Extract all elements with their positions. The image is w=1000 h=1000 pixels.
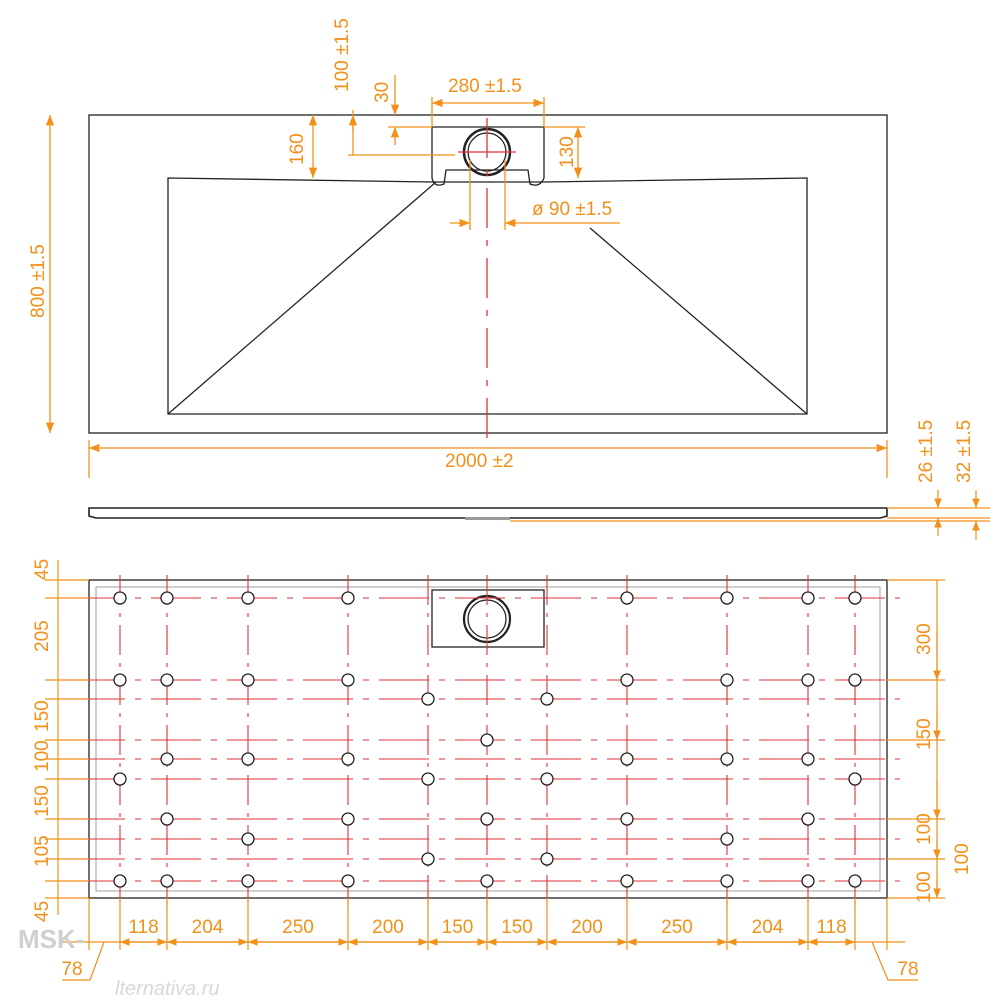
dim-channel-depth: 160 <box>287 133 308 165</box>
top-dimension-lines <box>45 75 888 478</box>
support-foot <box>720 752 734 766</box>
dim-right-spacing: 100 <box>952 843 973 875</box>
support-foot <box>720 591 734 605</box>
dim-left-spacing: 205 <box>32 620 53 652</box>
dim-right-spacing: 100 <box>914 813 935 845</box>
dim-bottom-spacing: 118 <box>128 917 158 938</box>
dim-bottom-spacing: 150 <box>442 917 474 938</box>
support-foot <box>160 752 174 766</box>
dim-bottom-spacing: 150 <box>501 917 533 938</box>
support-foot <box>160 673 174 687</box>
bottom-dimension-lines <box>45 560 945 981</box>
dim-bottom-spacing: 200 <box>571 917 603 938</box>
support-foot <box>801 752 815 766</box>
dim-bottom-spacing: 204 <box>192 917 224 938</box>
support-foot <box>480 874 494 888</box>
dim-bottom-spacing: 204 <box>752 917 784 938</box>
support-foot <box>620 874 634 888</box>
dim-left-spacing: 150 <box>32 700 53 732</box>
support-foot <box>480 733 494 747</box>
dim-right-spacing: 100 <box>914 871 935 903</box>
support-foot <box>801 812 815 826</box>
support-foot <box>341 874 355 888</box>
dim-drain-height: 130 <box>557 136 578 168</box>
dim-drain-offset: 100 ±1.5 <box>332 18 353 92</box>
support-foot <box>801 591 815 605</box>
support-foot <box>720 673 734 687</box>
support-foot <box>720 832 734 846</box>
dim-drain-width: 280 ±1.5 <box>448 76 522 97</box>
support-foot <box>113 591 127 605</box>
support-foot <box>480 812 494 826</box>
support-foot <box>113 772 127 786</box>
dim-right-spacing: 150 <box>914 718 935 750</box>
dim-bottom-spacing: 250 <box>661 917 693 938</box>
support-foot <box>848 874 862 888</box>
dim-thickness-edge: 26 ±1.5 <box>916 420 937 483</box>
top-view <box>88 114 888 434</box>
support-foot <box>113 673 127 687</box>
support-foot <box>540 772 554 786</box>
support-foot <box>160 591 174 605</box>
support-foot <box>720 874 734 888</box>
support-foot <box>241 673 255 687</box>
dim-left-spacing: 105 <box>32 835 53 867</box>
dim-outlet-diameter: ø 90 ±1.5 <box>532 199 612 220</box>
support-foot <box>801 673 815 687</box>
dim-width: 2000 ±2 <box>445 451 514 472</box>
dim-edge-offset: 78 <box>897 959 918 980</box>
dim-bottom-spacing: 250 <box>282 917 314 938</box>
dim-bottom-spacing: 200 <box>372 917 404 938</box>
support-foot <box>341 591 355 605</box>
dim-left-spacing: 45 <box>32 559 53 580</box>
support-foot <box>113 874 127 888</box>
top-centerlines <box>458 118 516 440</box>
support-foot <box>848 591 862 605</box>
profile-view <box>88 490 990 540</box>
dim-left-spacing: 45 <box>32 901 53 922</box>
support-foot <box>241 591 255 605</box>
support-foot <box>241 752 255 766</box>
watermark-logo-text: lternativa.ru <box>115 978 220 1000</box>
support-foot <box>341 752 355 766</box>
support-foot <box>421 852 435 866</box>
dim-bottom-spacing: 118 <box>816 917 846 938</box>
support-foot <box>848 772 862 786</box>
watermark-logo: MSK- <box>18 924 84 954</box>
support-foot <box>341 673 355 687</box>
dim-left-spacing: 150 <box>32 785 53 817</box>
support-foot <box>421 772 435 786</box>
leader <box>871 941 918 981</box>
support-foot <box>801 874 815 888</box>
support-foot <box>540 692 554 706</box>
dim-grate-depth: 30 <box>372 82 393 103</box>
support-foot <box>620 591 634 605</box>
support-foot <box>241 832 255 846</box>
support-foot <box>620 812 634 826</box>
support-foot <box>160 812 174 826</box>
leader <box>62 941 105 981</box>
support-foot <box>620 752 634 766</box>
bottom-dimension-labels: 118 204 250 200 150 150 200 250 204 118 78 78 45 205 1… <box>32 559 973 980</box>
support-foot <box>341 812 355 826</box>
support-foot <box>241 874 255 888</box>
dim-depth: 800 ±1.5 <box>28 244 49 318</box>
support-foot <box>421 692 435 706</box>
support-feet <box>113 591 862 888</box>
dim-right-spacing: 300 <box>914 623 935 655</box>
dim-edge-offset: 78 <box>61 959 82 980</box>
support-foot <box>160 874 174 888</box>
support-foot <box>540 852 554 866</box>
support-foot <box>620 673 634 687</box>
dim-left-spacing: 100 <box>32 740 53 772</box>
dim-thickness-total: 32 ±1.5 <box>954 420 975 483</box>
support-foot <box>848 673 862 687</box>
